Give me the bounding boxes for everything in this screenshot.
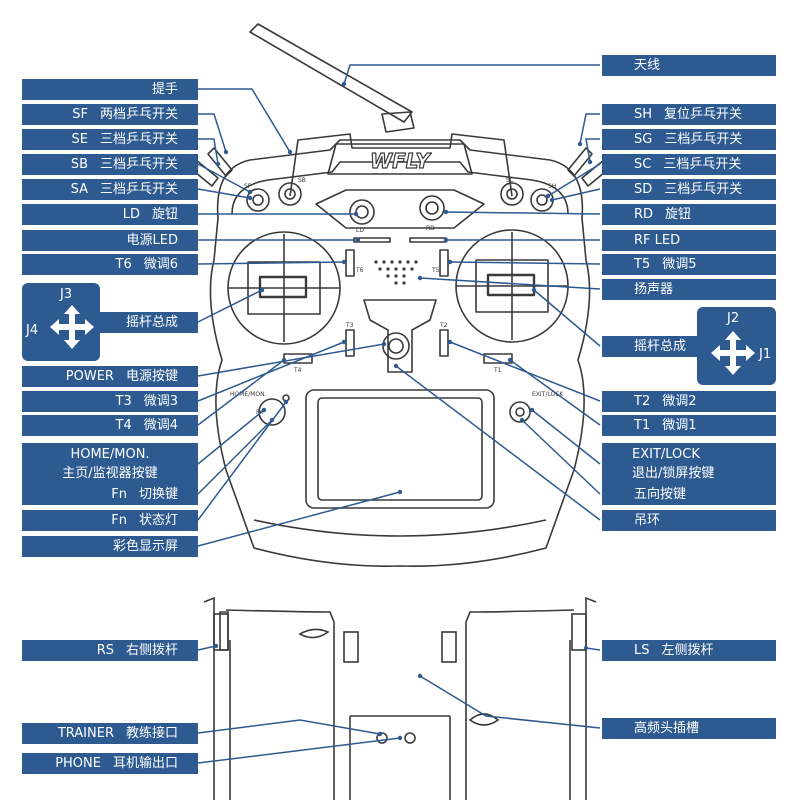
print-t2: T2 <box>439 322 448 329</box>
rd-knob <box>419 195 445 221</box>
right-side-view <box>441 596 597 800</box>
color-display <box>305 389 495 509</box>
t5-trim <box>439 249 449 277</box>
label-five-way: 五向按键 <box>602 484 776 505</box>
right-switch-cluster <box>500 147 611 212</box>
print-rd: RD <box>426 225 435 232</box>
logo-plate <box>327 143 473 175</box>
print-sc: SC <box>506 177 514 184</box>
label-rf-led: RF LED <box>602 230 776 251</box>
print-fn: Fn <box>256 409 263 416</box>
j2-label: J2 <box>727 311 740 326</box>
five-way-button <box>509 401 531 423</box>
left-joystick-box: J3 J4 <box>22 283 100 361</box>
print-home: HOME/MON. <box>230 391 267 398</box>
label-handle: 提手 <box>22 79 198 100</box>
print-t4: T4 <box>293 367 302 374</box>
label-right-stick: 摇杆总成 <box>602 336 702 357</box>
speaker-grille <box>374 260 418 285</box>
four-way-arrow-icon <box>711 331 755 375</box>
power-button <box>382 332 410 360</box>
antenna <box>249 23 415 133</box>
label-display: 彩色显示屏 <box>22 536 198 557</box>
left-gimbal <box>227 231 341 345</box>
phone-port <box>404 732 416 744</box>
left-switch-cluster <box>189 147 302 212</box>
print-t6: T6 <box>355 267 364 274</box>
t3-trim <box>345 329 355 357</box>
handle <box>289 133 513 197</box>
print-sh: SH <box>548 183 556 190</box>
fn-button <box>258 398 286 426</box>
left-side-view <box>203 596 450 800</box>
transmitter-body <box>209 139 591 567</box>
label-home: HOME/MON.主页/监视器按键 <box>22 443 198 485</box>
center-panel <box>363 299 437 373</box>
print-sf: SF <box>244 183 252 190</box>
label-rf-slot: 高频头插槽 <box>602 718 776 739</box>
label-power-led: 电源LED <box>22 230 198 251</box>
t1-trim <box>483 353 513 364</box>
brand-logo: WFLY <box>370 149 432 173</box>
rf-module-slot <box>468 713 500 726</box>
right-joystick-box: J2 J1 <box>697 307 776 385</box>
j3-label: J3 <box>60 287 73 302</box>
print-t5: T5 <box>431 267 440 274</box>
label-speaker: 扬声器 <box>602 279 776 300</box>
label-antenna: 天线 <box>602 55 776 76</box>
label-lanyard: 吊环 <box>602 510 776 531</box>
print-t1: T1 <box>493 367 502 374</box>
rf-led <box>409 237 447 243</box>
t2-trim <box>439 329 449 357</box>
trainer-port <box>376 732 388 744</box>
print-t3: T3 <box>345 322 354 329</box>
j1-label: J1 <box>759 347 772 362</box>
j4-label: J4 <box>26 323 39 338</box>
print-exit: EXIT/LOCK <box>532 391 564 398</box>
ld-knob <box>349 199 375 225</box>
four-way-arrow-icon <box>50 305 94 349</box>
print-ld: LD <box>356 227 364 234</box>
t6-trim <box>345 249 355 277</box>
print-sb: SB <box>298 177 306 184</box>
